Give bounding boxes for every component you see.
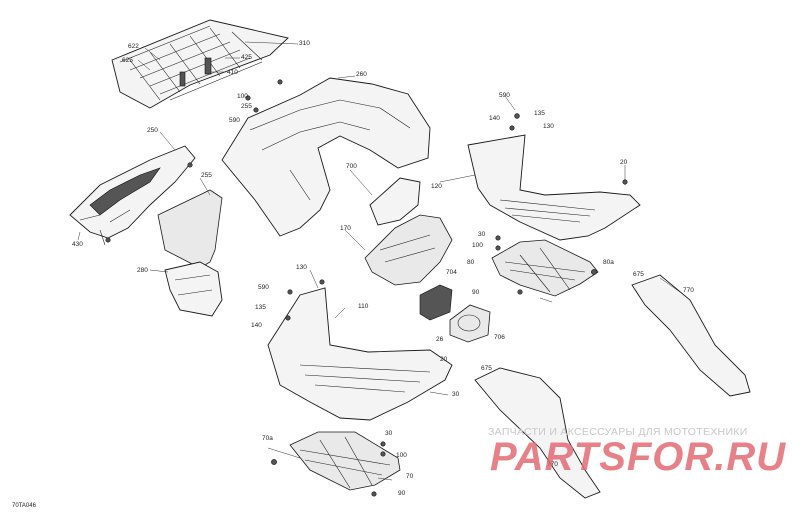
callout-80: 80 — [467, 259, 475, 266]
callout-170: 170 — [340, 225, 351, 232]
callout-770: 770 — [683, 287, 694, 294]
callout-140: 140 — [489, 115, 500, 122]
rear-fender — [221, 77, 431, 237]
callout-100: 100 — [237, 93, 248, 100]
right-side-panel — [631, 274, 751, 397]
callout-110: 110 — [358, 303, 369, 310]
callout-590: 590 — [229, 117, 240, 124]
callout-250: 250 — [147, 127, 158, 134]
left-side-panel — [474, 367, 601, 499]
center-console — [364, 177, 453, 286]
callout-20-left: 20 — [440, 356, 448, 363]
rear-rack — [111, 19, 289, 109]
callout-30: 30 — [478, 231, 486, 238]
right-footwell — [467, 134, 641, 241]
callout-100-right: 100 — [472, 242, 483, 249]
callout-26: 26 — [436, 336, 444, 343]
callout-90-bottom: 90 — [398, 490, 406, 497]
callout-30-bottom: 30 — [385, 430, 393, 437]
callout-80a: 80a — [603, 259, 614, 266]
callout-280: 280 — [137, 267, 148, 274]
callout-70a: 70a — [262, 435, 273, 442]
callout-590-left: 590 — [258, 284, 269, 291]
callout-622: 622 — [128, 43, 139, 50]
reference-code: 70TA046 — [12, 503, 36, 509]
fasteners — [105, 79, 628, 497]
callout-310: 310 — [299, 40, 310, 47]
callout-140-left: 140 — [251, 322, 262, 329]
left-footwell — [267, 287, 453, 421]
callout-135: 135 — [534, 110, 545, 117]
callout-675-left: 675 — [481, 365, 492, 372]
callout-30-left: 30 — [452, 391, 460, 398]
callout-90: 90 — [472, 289, 480, 296]
left-footrest — [289, 431, 401, 491]
callout-425: 425 — [241, 54, 252, 61]
callout-675: 675 — [633, 271, 644, 278]
small-panels — [419, 284, 491, 343]
callout-255-front: 255 — [201, 172, 212, 179]
watermark-tagline: ЗАПЧАСТИ И АКСЕССУАРЫ ДЛЯ МОТОТЕХНИКИ — [488, 426, 748, 438]
callout-100-bottom: 100 — [396, 452, 407, 459]
callout-20: 20 — [620, 159, 628, 166]
callout-255: 255 — [241, 103, 252, 110]
front-bracket — [157, 189, 223, 317]
callout-430: 430 — [72, 241, 83, 248]
callout-706: 706 — [494, 334, 505, 341]
watermark-logo: PARTSFOR.RU — [490, 435, 787, 479]
callout-130: 130 — [543, 123, 554, 130]
callout-135-left: 135 — [255, 304, 266, 311]
callout-625: 625 — [122, 57, 133, 64]
callout-700: 700 — [346, 163, 357, 170]
callout-590-right: 590 — [499, 92, 510, 99]
callout-704: 704 — [446, 269, 457, 276]
callout-770-left: 770 — [547, 461, 558, 468]
callout-120: 120 — [431, 183, 442, 190]
callout-410: 410 — [227, 69, 238, 76]
callout-260: 260 — [356, 71, 367, 78]
callout-130-left: 130 — [296, 264, 307, 271]
callout-70: 70 — [406, 473, 414, 480]
right-footrest — [491, 239, 599, 297]
front-fascia — [69, 145, 196, 246]
